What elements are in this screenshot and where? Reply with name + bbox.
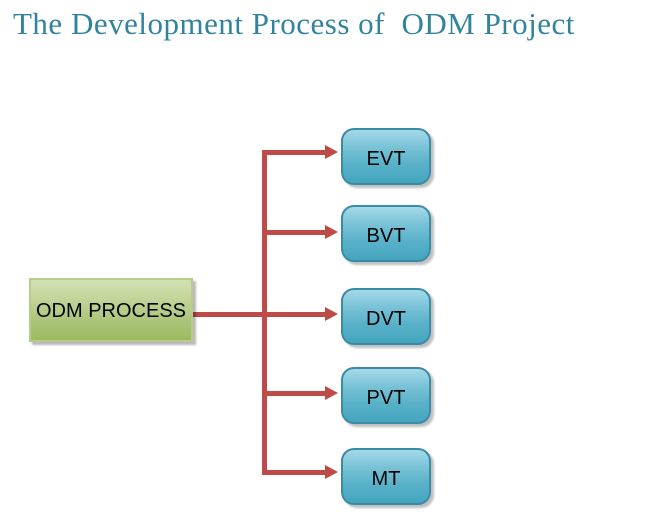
node-odm-process: ODM PROCESS (29, 278, 193, 342)
node-label: DVT (366, 307, 406, 330)
node-evt: EVT (341, 128, 431, 185)
arrowhead-icon (325, 307, 338, 321)
node-label: PVT (366, 386, 406, 409)
node-pvt: PVT (341, 367, 431, 424)
arrowhead-icon (325, 465, 338, 479)
page-title: The Development Process of ODM Project (13, 6, 575, 41)
node-label: MT (371, 467, 401, 490)
connector-branch-bvt (262, 230, 325, 235)
node-label: EVT (366, 147, 406, 170)
node-bvt: BVT (341, 205, 431, 262)
connector-branch-pvt (262, 391, 325, 396)
connector-branch-mt (262, 470, 325, 475)
node-label: BVT (366, 224, 406, 247)
node-label: ODM PROCESS (35, 300, 187, 322)
node-dvt: DVT (341, 288, 431, 345)
arrowhead-icon (325, 386, 338, 400)
connector-root-line (193, 312, 263, 317)
connector-branch-dvt (262, 312, 325, 317)
arrowhead-icon (325, 145, 338, 159)
arrowhead-icon (325, 225, 338, 239)
connector-branch-evt (262, 150, 325, 155)
node-mt: MT (341, 448, 431, 505)
